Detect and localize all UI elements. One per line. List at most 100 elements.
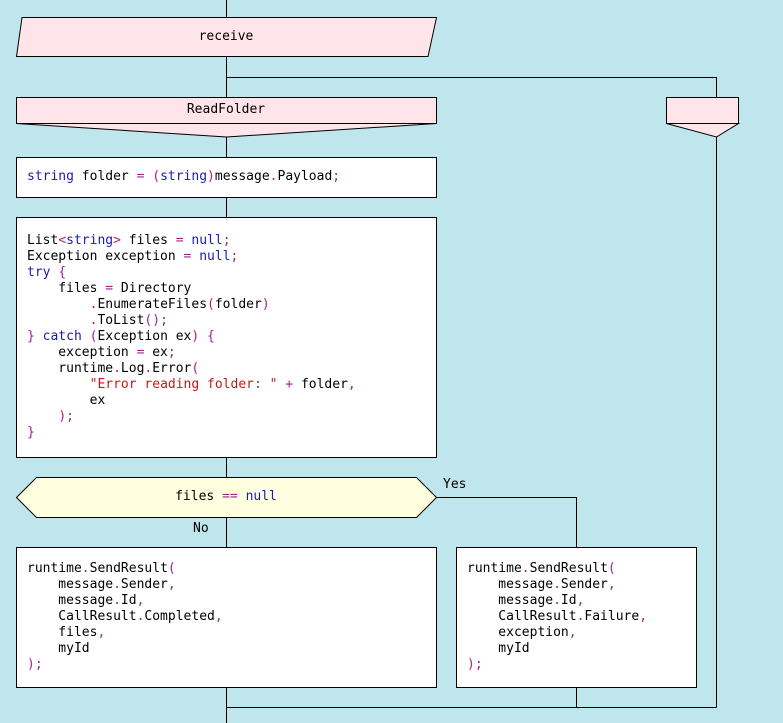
code-token: <	[58, 233, 67, 248]
code-token: List	[27, 233, 59, 248]
code-token: ,	[607, 577, 616, 592]
code-token: >	[113, 233, 121, 248]
yes-label: Yes	[443, 477, 467, 492]
code-token: ;	[167, 345, 176, 360]
code-line: .EnumerateFiles(folder)	[27, 297, 356, 313]
code-line: runtime.Log.Error(	[27, 361, 356, 377]
read-files-code: List<string> files = null;Exception exce…	[27, 233, 356, 441]
code-token: files	[27, 281, 106, 296]
code-token: myId	[27, 641, 90, 656]
code-token: ;	[222, 233, 231, 248]
code-token: "Error reading folder: "	[89, 377, 278, 392]
code-token: files	[120, 233, 176, 248]
send-completed-code: runtime.SendResult( message. Sender, mess…	[27, 561, 223, 673]
code-token: message	[27, 593, 114, 608]
folder-assign-box[interactable]: string folder = (string)message.Payload;	[16, 157, 437, 198]
code-token: message	[27, 577, 114, 592]
code-token: null	[245, 489, 277, 504]
code-token: );	[58, 409, 74, 424]
code-token: files	[175, 489, 215, 504]
code-token: ();	[144, 313, 168, 328]
code-token: Id	[560, 593, 577, 608]
code-token: .	[553, 593, 561, 608]
code-token: =	[183, 249, 192, 264]
code-line: CallResult.Completed,	[27, 609, 223, 625]
code-line: files = Directory	[27, 281, 356, 297]
empty-select-shape[interactable]	[666, 97, 741, 138]
code-token: .	[113, 361, 121, 376]
code-line: List<string> files = null;	[27, 233, 356, 249]
code-token: .	[89, 313, 98, 328]
code-token: ,	[214, 609, 223, 624]
code-token: folder	[293, 377, 348, 392]
code-token	[27, 313, 90, 328]
code-token: {	[58, 265, 67, 280]
code-token: .	[521, 561, 530, 576]
code-line: files,	[27, 625, 223, 641]
code-token: Error	[152, 361, 192, 376]
code-line: );	[27, 409, 356, 425]
code-token	[27, 377, 90, 392]
code-token: ,	[347, 377, 356, 392]
code-token: Failure	[584, 609, 640, 624]
code-token: );	[467, 657, 483, 672]
code-token: try	[27, 265, 51, 280]
send-completed-box[interactable]: runtime.SendResult( message. Sender, mess…	[16, 547, 437, 688]
code-token: ,	[568, 625, 577, 640]
code-token: (	[607, 561, 616, 576]
code-line: try {	[27, 265, 356, 281]
code-line: );	[27, 657, 223, 673]
code-token: +	[285, 377, 294, 392]
send-failure-box[interactable]: runtime.SendResult( message.Sender, mess…	[456, 547, 697, 688]
code-token: .	[89, 297, 98, 312]
code-token: runtime	[27, 361, 114, 376]
code-line: message.Id,	[27, 593, 223, 609]
no-label: No	[193, 521, 209, 536]
code-token: exception	[27, 345, 137, 360]
code-token: .	[136, 609, 145, 624]
code-token	[35, 329, 43, 344]
read-files-box[interactable]: List<string> files = null;Exception exce…	[16, 217, 437, 458]
receive-shape[interactable]	[15, 17, 438, 57]
code-token: Exception exception	[27, 249, 184, 264]
code-token: }	[27, 329, 35, 344]
code-line: runtime.SendResult(	[27, 561, 223, 577]
code-token: folder	[73, 169, 137, 184]
code-token: folder	[214, 297, 262, 312]
readfolder-shape[interactable]	[16, 97, 437, 138]
readfolder-label: ReadFolder	[186, 102, 266, 117]
receive-label: receive	[198, 29, 254, 44]
code-token	[238, 489, 246, 504]
code-token: ex	[27, 393, 106, 408]
code-line: exception,	[467, 625, 647, 641]
code-token: myId	[467, 641, 530, 656]
code-token: Sender	[560, 577, 608, 592]
code-token: .	[81, 561, 90, 576]
code-token: (	[191, 361, 200, 376]
code-token: (	[152, 169, 161, 184]
code-token: null	[199, 249, 231, 264]
code-line: .ToList();	[27, 313, 356, 329]
code-token: Sender	[120, 577, 168, 592]
code-token: .	[553, 577, 561, 592]
code-token: =	[175, 233, 184, 248]
code-token: )	[261, 297, 270, 312]
decision-shape[interactable]	[15, 477, 438, 518]
code-token: SendResult	[89, 561, 168, 576]
code-token: SendResult	[529, 561, 608, 576]
code-token	[27, 409, 58, 424]
code-token: =	[136, 345, 145, 360]
code-token	[82, 329, 90, 344]
code-token: files	[27, 625, 98, 640]
code-token: (	[89, 329, 98, 344]
code-token: EnumerateFiles	[97, 297, 208, 312]
code-token: Directory	[113, 281, 192, 296]
code-token: Completed	[144, 609, 215, 624]
code-token: =	[136, 169, 145, 184]
code-token: exception	[467, 625, 569, 640]
code-token: .	[144, 361, 153, 376]
code-token: =	[105, 281, 114, 296]
code-token: Exception ex	[97, 329, 192, 344]
code-token: Log	[120, 361, 145, 376]
code-token: string	[160, 169, 208, 184]
